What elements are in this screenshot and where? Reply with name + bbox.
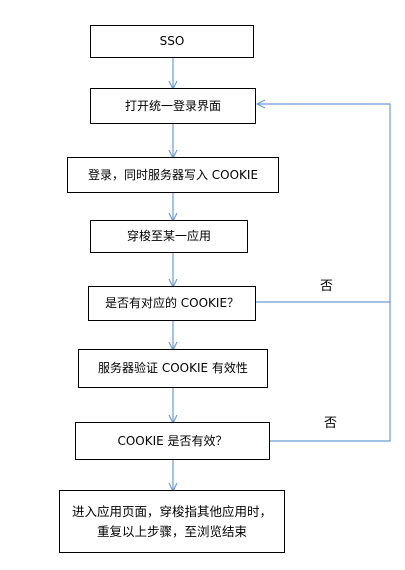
decision-cookie-valid: COOKIE 是否有效？ <box>75 422 270 460</box>
step-login-write-cookie: 登录，同时服务器写入 COOKIE <box>67 157 279 193</box>
label-invalid-cookie: 否 <box>324 416 338 431</box>
step-enter-app-page: 进入应用页面，穿梭指其他应用时，重复以上步骤，至浏览结束 <box>59 490 285 553</box>
decision-has-cookie: 是否有对应的 COOKIE？ <box>88 286 256 321</box>
loop-no-cookie-to-login-page <box>256 104 391 303</box>
label-no-cookie: 否 <box>320 279 334 294</box>
loop-invalid-cookie-to-login-page <box>270 302 391 442</box>
step-open-login-page: 打开统一登录界面 <box>90 88 256 124</box>
step-shuttle-to-app: 穿梭至某一应用 <box>90 220 248 253</box>
step-sso: SSO <box>90 25 254 58</box>
step-verify-cookie: 服务器验证 COOKIE 有效性 <box>78 349 268 388</box>
